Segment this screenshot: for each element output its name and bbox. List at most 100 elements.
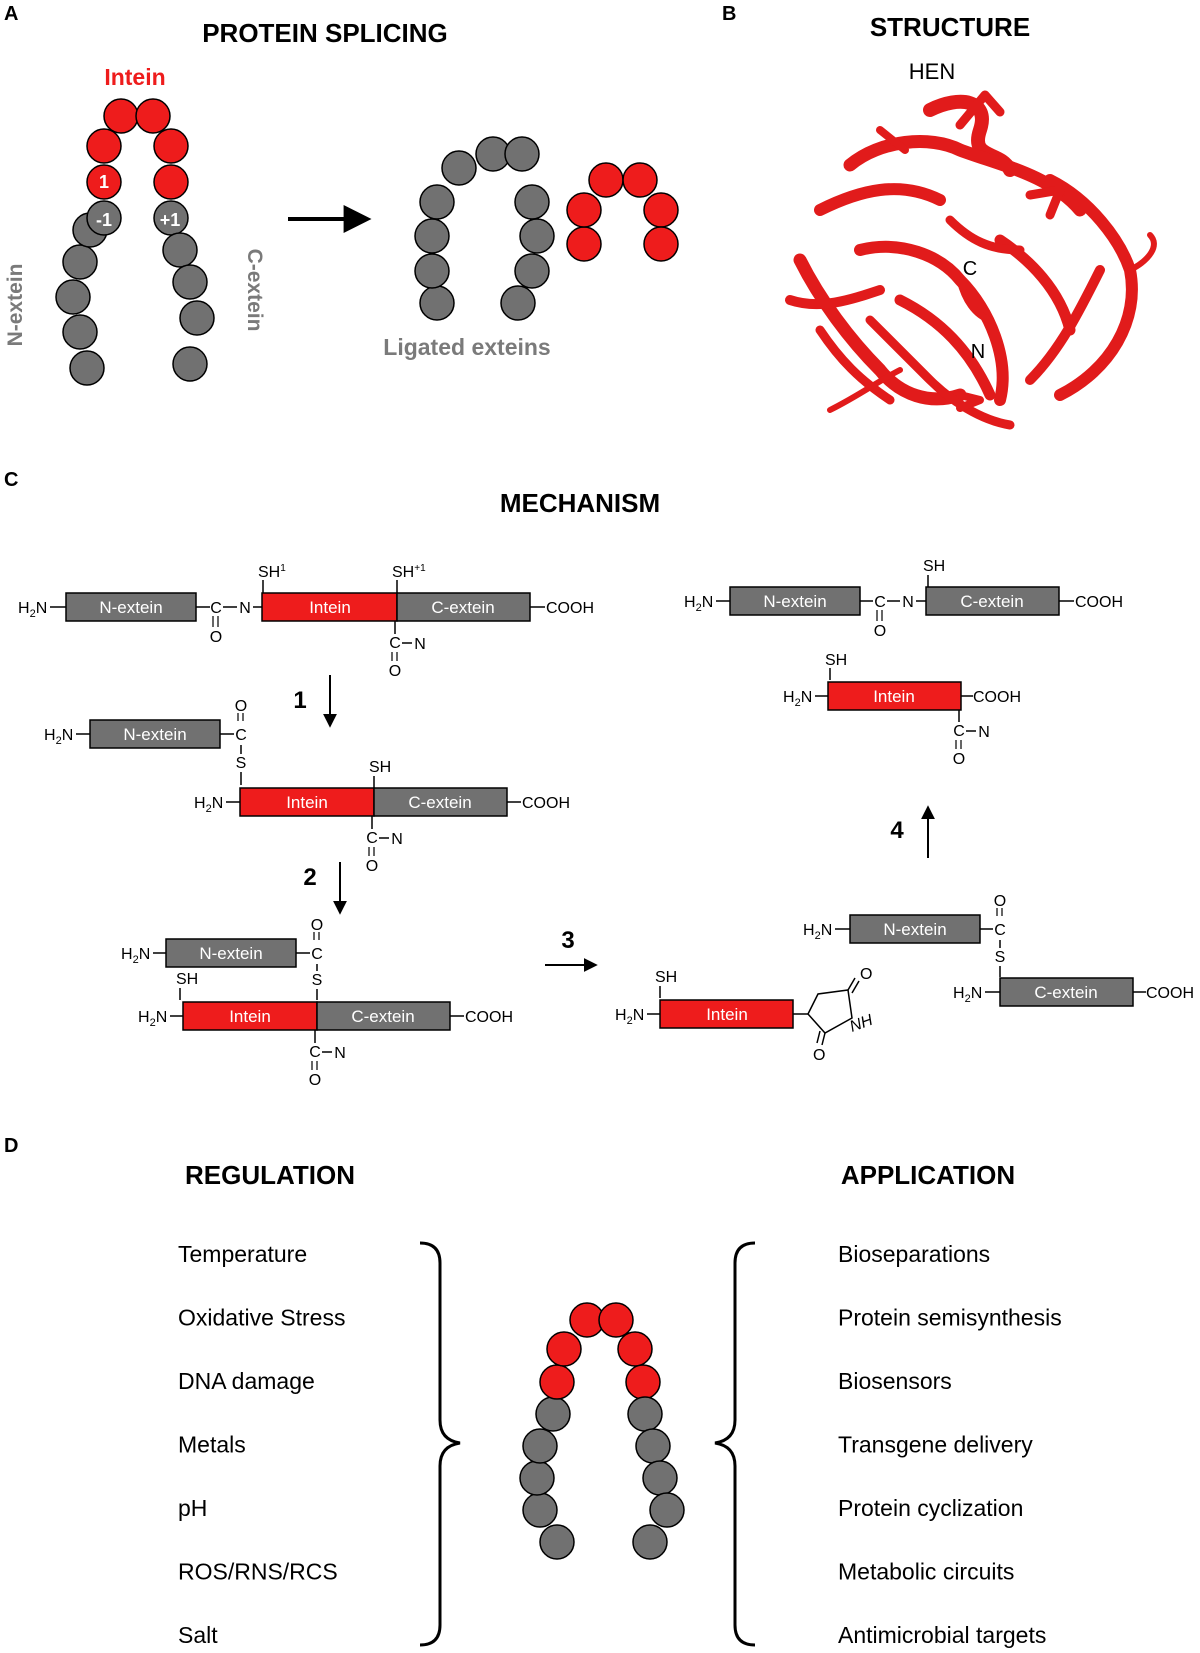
h2n-group: H2N	[953, 985, 982, 1005]
amide-c: C	[874, 594, 886, 611]
amino-acid-bead	[135, 98, 171, 134]
carbonyl-c: C	[210, 600, 222, 617]
intein-box-label: Intein	[229, 1007, 271, 1026]
thioester-c: C	[235, 727, 247, 744]
n-extein-box	[89, 719, 221, 749]
c-extein-box-label: C-extein	[351, 1007, 414, 1026]
n-extein-box-label: N-extein	[883, 920, 946, 939]
h2n-group: H2N	[783, 689, 812, 709]
h2n-group: H2N	[18, 600, 47, 620]
sh-label: SH	[369, 759, 391, 776]
amino-acid-bead	[535, 1396, 571, 1432]
cooh-group: COOH	[973, 689, 1021, 706]
asn-o: O	[309, 1072, 321, 1089]
n-extein-box-label: N-extein	[99, 598, 162, 617]
asn-c: C	[389, 635, 401, 652]
amino-acid-bead	[519, 1460, 555, 1496]
amino-acid-bead	[627, 1396, 663, 1432]
hen-label: HEN	[909, 59, 955, 84]
sh-label: SH	[176, 971, 198, 988]
n-extein-label: N-extein	[4, 264, 27, 347]
amino-acid-bead	[566, 192, 602, 228]
free-intein-row: SH H2N Intein COOH C O N	[783, 652, 1021, 768]
asn-o: O	[389, 663, 401, 680]
panel-c-title: MECHANISM	[500, 488, 660, 518]
amide-o: O	[874, 623, 886, 640]
thioester-s: S	[236, 755, 247, 772]
amino-acid-bead	[103, 98, 139, 134]
panel-d-letter: D	[4, 1135, 18, 1157]
amino-acid-bead	[172, 346, 208, 382]
amino-acid-bead	[86, 128, 122, 164]
panel-c-letter: C	[4, 469, 18, 491]
application-item: Bioseparations	[838, 1241, 990, 1267]
amino-acid-bead	[643, 192, 679, 228]
sh-label: SH	[825, 652, 847, 669]
amino-acid-bead	[153, 128, 189, 164]
amino-acid-bead	[617, 1331, 653, 1367]
amino-acid-bead	[500, 285, 536, 321]
amino-acid-bead	[62, 244, 98, 280]
intein-box-label: Intein	[706, 1005, 748, 1024]
amino-acid-bead	[522, 1428, 558, 1464]
amino-acid-bead	[62, 314, 98, 350]
c-extein-box-label: C-extein	[1034, 983, 1097, 1002]
ligated-exteins-label: Ligated exteins	[383, 334, 550, 360]
thioester-row: H2N N-extein C O S H2N Intein C-extein C…	[44, 698, 570, 875]
intein-box	[261, 592, 398, 622]
h2n-group: H2N	[615, 1007, 644, 1027]
ring-o-bottom: O	[813, 1047, 825, 1064]
application-item: Protein cyclization	[838, 1495, 1023, 1521]
application-item: Metabolic circuits	[838, 1559, 1014, 1585]
asn-n: N	[334, 1045, 346, 1062]
thioester-c: C	[994, 922, 1006, 939]
asn-n: N	[414, 636, 426, 653]
amino-acid-bead	[172, 264, 208, 300]
amino-acid-bead	[419, 184, 455, 220]
amino-acid-bead	[162, 232, 198, 268]
panel-b: B STRUCTURE HEN C N	[722, 3, 1157, 430]
succinimide-ring	[793, 977, 860, 1046]
amino-acid-bead	[153, 164, 189, 200]
amino-acid-bead	[588, 162, 624, 198]
amino-acid-bead	[566, 226, 602, 262]
cooh-group: COOH	[522, 795, 570, 812]
c-extein-box-label: C-extein	[431, 598, 494, 617]
amino-acid-bead	[539, 1364, 575, 1400]
application-item: Antimicrobial targets	[838, 1622, 1046, 1648]
intein-box-label: Intein	[309, 598, 351, 617]
precursor-row: H2N N-extein C O N Intein C-extein COOH …	[18, 563, 594, 680]
c-extein-box-label: C-extein	[408, 793, 471, 812]
n-extein-box	[165, 938, 297, 968]
regulation-item: ROS/RNS/RCS	[178, 1559, 338, 1585]
thioester-linked-exteins-row: H2N N-extein C O S H2N C-extein COOH	[803, 893, 1194, 1007]
amino-acid-bead	[519, 218, 555, 254]
regulation-brace	[419, 1241, 461, 1647]
cooh-group: COOH	[546, 600, 594, 617]
regulation-item: pH	[178, 1495, 207, 1521]
amino-acid-bead	[441, 150, 477, 186]
h2n-group: H2N	[684, 594, 713, 614]
asn-o: O	[953, 751, 965, 768]
n-extein-box-label: N-extein	[763, 592, 826, 611]
h2n-group: H2N	[194, 795, 223, 815]
c-extein-label: C-extein	[243, 249, 266, 332]
application-item: Biosensors	[838, 1368, 952, 1394]
intein-box	[182, 1001, 318, 1031]
amino-acid-bead	[649, 1492, 685, 1528]
amino-acid-bead	[598, 1302, 634, 1338]
regulation-item: DNA damage	[178, 1368, 315, 1394]
thioester-o: O	[994, 893, 1006, 910]
sh-label: SH	[923, 558, 945, 575]
n-extein-box	[65, 592, 197, 622]
h2n-group: H2N	[803, 922, 832, 942]
regulation-title: REGULATION	[185, 1160, 355, 1190]
step-4-label: 4	[890, 817, 904, 844]
amino-acid-bead	[504, 136, 540, 172]
position-minus1-label: -1	[96, 210, 112, 230]
protein-structure-ribbon	[785, 90, 1157, 430]
panel-c: C MECHANISM H2N N-extein C O N Intein C-…	[4, 469, 1194, 1089]
ligated-exteins-chain	[414, 136, 555, 321]
